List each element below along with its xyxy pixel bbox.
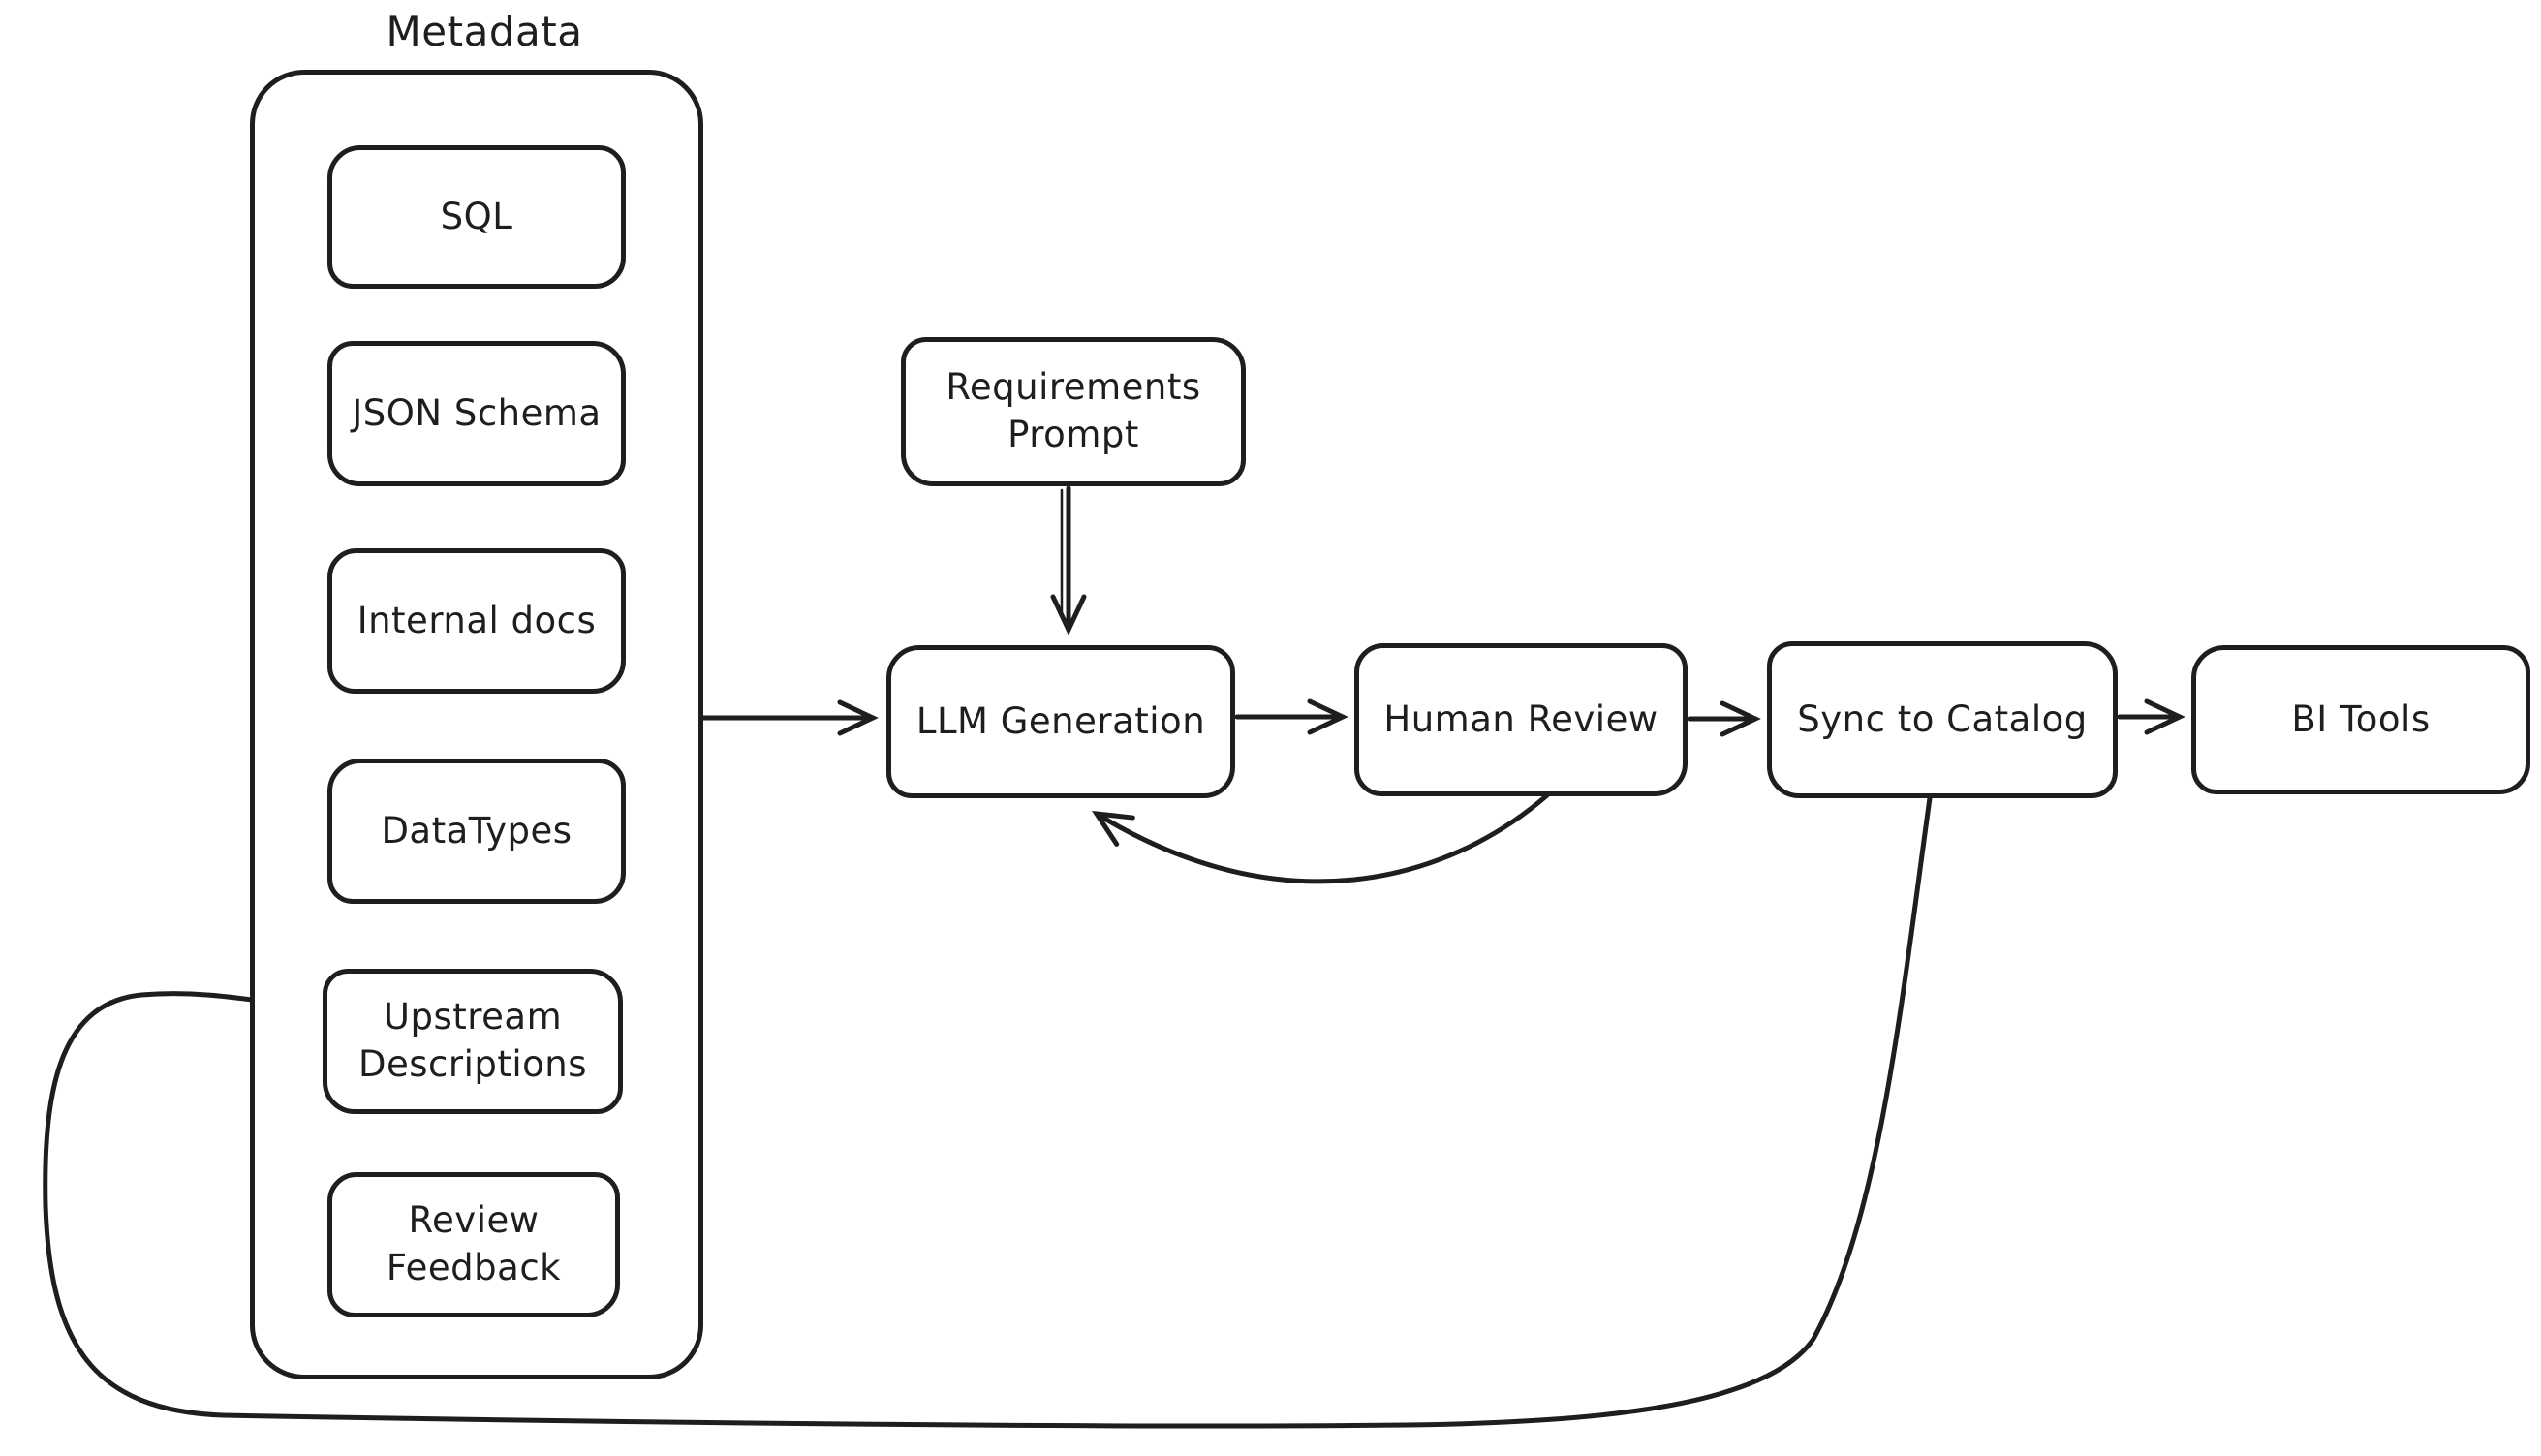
node-sql-label: SQL [440,195,513,237]
node-requirements-prompt: Requirements Prompt [901,337,1246,486]
edge-sync-feedback-to-upstream [43,795,1933,1429]
requirements-line-1: Requirements [945,366,1201,409]
node-human-review-label: Human Review [1383,697,1658,740]
node-sync-to-catalog-label: Sync to Catalog [1797,697,2088,740]
review-feedback-line-1: Review [408,1199,540,1242]
node-json-schema-label: JSON Schema [352,391,602,434]
upstream-line-1: Upstream [383,996,563,1038]
node-requirements-prompt-label: Requirements Prompt [945,364,1200,459]
node-sql: SQL [327,145,626,289]
node-upstream-descriptions-label: Upstream Descriptions [358,994,587,1089]
node-internal-docs: Internal docs [327,548,626,694]
node-review-feedback: Review Feedback [327,1172,620,1317]
review-feedback-line-2: Feedback [386,1247,562,1288]
node-llm-generation: LLM Generation [886,645,1235,798]
node-internal-docs-label: Internal docs [356,599,597,641]
upstream-line-2: Descriptions [357,1043,587,1085]
node-datatypes: DataTypes [327,759,626,904]
node-llm-generation-label: LLM Generation [915,699,1206,742]
requirements-line-2: Prompt [1007,414,1139,455]
node-json-schema: JSON Schema [327,341,626,486]
edge-human-review-feedback-to-llm [1091,792,1550,884]
node-upstream-descriptions: Upstream Descriptions [323,969,623,1114]
metadata-group-title: Metadata [386,8,583,55]
node-datatypes-label: DataTypes [381,809,573,852]
node-review-feedback-label: Review Feedback [387,1197,561,1292]
node-bi-tools-label: BI Tools [2291,697,2431,740]
node-bi-tools: BI Tools [2191,645,2530,794]
node-sync-to-catalog: Sync to Catalog [1767,641,2118,798]
node-human-review: Human Review [1354,643,1688,796]
